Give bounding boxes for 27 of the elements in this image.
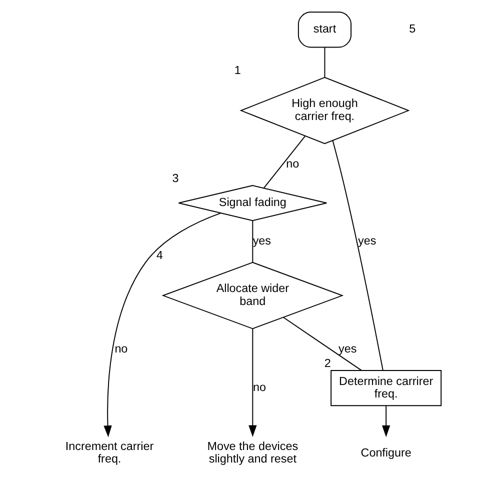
edge-label: yes	[358, 234, 376, 248]
node-box: Determine carrirer freq.	[330, 370, 442, 406]
node-label: 1	[234, 64, 240, 78]
arrow	[381, 405, 390, 438]
edge-label: yes	[338, 342, 356, 356]
node-text: Configure	[360, 446, 411, 460]
connector	[282, 317, 362, 371]
node-text: Increment carrier freq.	[64, 440, 154, 466]
node-label: 4	[156, 249, 162, 262]
edge-label: yes	[252, 234, 271, 248]
label: 5	[408, 22, 416, 36]
connector	[262, 136, 306, 189]
node-diamond: High enough carrier freq.	[239, 76, 410, 144]
edge-label: no	[286, 158, 299, 171]
node-diamond: Signal fading	[178, 185, 327, 222]
node-box: start	[297, 12, 352, 48]
edge-label: no	[252, 381, 266, 394]
node-text: Move the devices slightly and reset	[206, 440, 298, 466]
arrow	[103, 212, 221, 438]
connector	[332, 140, 383, 371]
connector	[252, 220, 253, 263]
arrow	[248, 328, 256, 437]
connector	[324, 46, 325, 78]
node-label: 3	[172, 172, 178, 186]
node-diamond: Allocate wider band	[161, 262, 344, 330]
node-label: 2	[324, 357, 330, 370]
edge-label: no	[114, 342, 128, 356]
